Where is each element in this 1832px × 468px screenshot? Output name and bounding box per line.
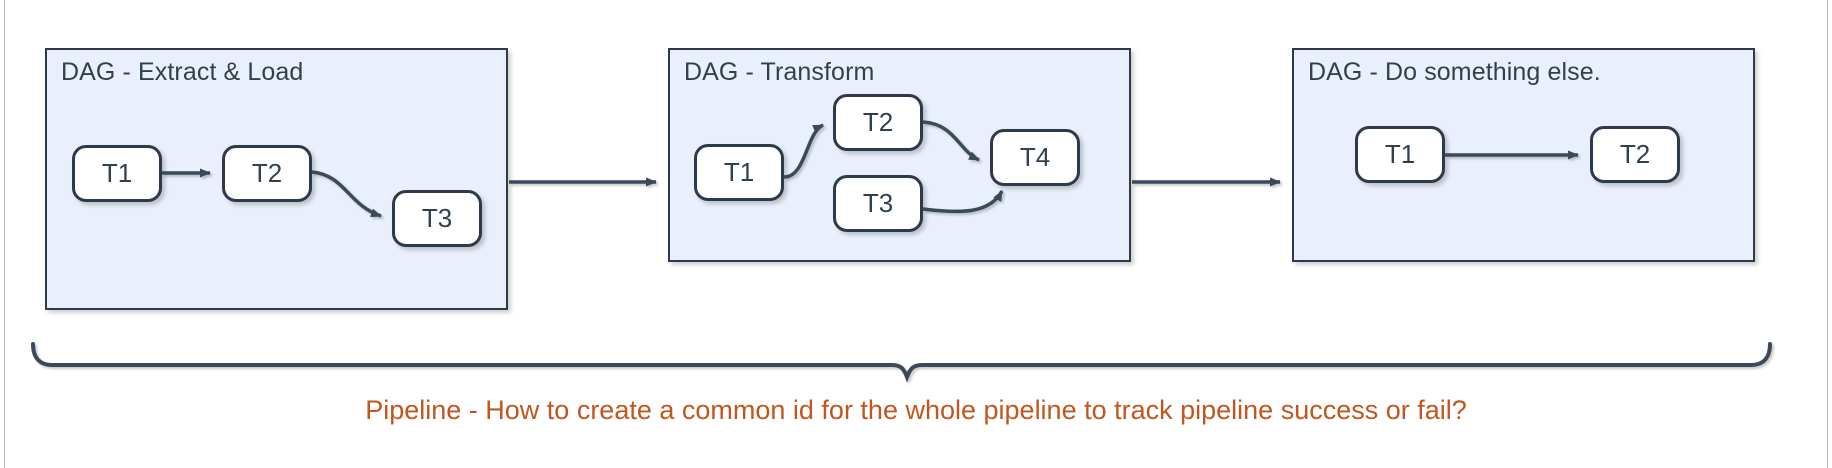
task-node-t2-extract-load[interactable]: T2 — [222, 145, 312, 202]
task-node-t2-do-something-else[interactable]: T2 — [1590, 126, 1680, 183]
task-node-label: T2 — [862, 107, 894, 137]
task-node-label: T1 — [723, 157, 755, 187]
page-rule-right — [1827, 0, 1828, 468]
dag-title-do-something-else: DAG - Do something else. — [1308, 58, 1601, 86]
task-node-label: T2 — [1619, 139, 1651, 169]
task-node-label: T1 — [101, 158, 133, 188]
pipeline-brace — [31, 342, 1772, 383]
task-node-t4-transform[interactable]: T4 — [990, 129, 1080, 186]
dag-title-extract-load: DAG - Extract & Load — [61, 58, 304, 86]
pipeline-caption: Pipeline - How to create a common id for… — [365, 395, 1467, 425]
task-node-label: T2 — [251, 158, 283, 188]
task-node-t1-do-something-else[interactable]: T1 — [1355, 126, 1445, 183]
task-node-t3-transform[interactable]: T3 — [833, 175, 923, 232]
task-node-label: T4 — [1019, 142, 1051, 172]
task-node-t1-extract-load[interactable]: T1 — [72, 145, 162, 202]
page-rule-left — [4, 0, 5, 468]
task-node-label: T1 — [1384, 139, 1416, 169]
task-node-label: T3 — [862, 188, 894, 218]
task-node-t1-transform[interactable]: T1 — [694, 144, 784, 201]
task-node-t3-extract-load[interactable]: T3 — [392, 190, 482, 247]
task-node-label: T3 — [421, 203, 453, 233]
task-node-t2-transform[interactable]: T2 — [833, 94, 923, 151]
dag-title-transform: DAG - Transform — [684, 58, 875, 86]
